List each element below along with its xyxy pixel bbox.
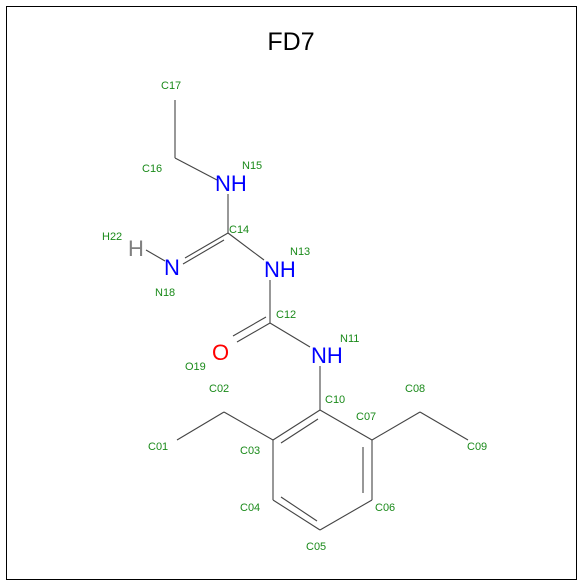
- bond-c05-c04: [272, 499, 321, 531]
- label-c10: C10: [325, 394, 345, 406]
- label-c03: C03: [240, 445, 260, 457]
- label-c16: C16: [142, 163, 162, 175]
- bond-c10-c07: [319, 409, 373, 441]
- bond-c12-n11: [269, 322, 311, 348]
- bond-c03-c02: [223, 411, 274, 441]
- bond-n18-h22: [145, 249, 166, 262]
- diagram-frame: [6, 6, 577, 580]
- atom-o19-symbol: O: [212, 340, 229, 365]
- atom-h22-symbol: H: [128, 236, 144, 261]
- label-c02: C02: [209, 383, 229, 395]
- diagram-title: FD7: [267, 28, 314, 56]
- ring-inner-2: [280, 496, 318, 522]
- bond-c07-c08: [371, 411, 421, 441]
- label-n18: N18: [155, 287, 175, 299]
- label-n13: N13: [290, 246, 310, 258]
- atom-labels: C17 C16 N15 C14 H22 N13 N18 C12 N11 O19 …: [102, 80, 487, 553]
- label-o19: O19: [185, 361, 206, 373]
- label-h22: H22: [102, 231, 122, 243]
- bond-c12-o19-b: [232, 316, 267, 337]
- label-n11: N11: [340, 333, 359, 345]
- label-c12: C12: [276, 309, 296, 321]
- ring-inner-3: [280, 418, 319, 444]
- bond-c02-c01: [176, 411, 225, 441]
- label-c09: C09: [467, 441, 487, 453]
- atom-n11-symbol: NH: [311, 343, 343, 368]
- label-c14: C14: [229, 224, 249, 236]
- bond-c14-n18-a: [184, 232, 229, 259]
- atom-n18-symbol: N: [164, 255, 180, 280]
- bond-c08-c09: [419, 411, 469, 441]
- label-c08: C08: [405, 383, 425, 395]
- bond-c14-n13: [227, 232, 265, 261]
- label-c01: C01: [148, 441, 168, 453]
- label-n15: N15: [242, 160, 262, 172]
- bonds: [145, 100, 469, 531]
- label-c05: C05: [306, 541, 326, 553]
- label-c17: C17: [161, 80, 181, 92]
- bond-c03-c10: [272, 409, 321, 441]
- atom-n15-symbol: NH: [215, 171, 247, 196]
- atom-n13-symbol: NH: [264, 257, 296, 282]
- label-c04: C04: [240, 502, 260, 514]
- bond-c12-o19-a: [236, 322, 271, 343]
- atom-symbols: NH NH NH N H O: [128, 171, 343, 368]
- bond-c16-n15: [174, 157, 218, 181]
- bond-c14-n18-b: [182, 239, 225, 265]
- label-c07: C07: [356, 411, 376, 423]
- label-c06: C06: [375, 502, 395, 514]
- bond-c06-c05: [319, 499, 373, 531]
